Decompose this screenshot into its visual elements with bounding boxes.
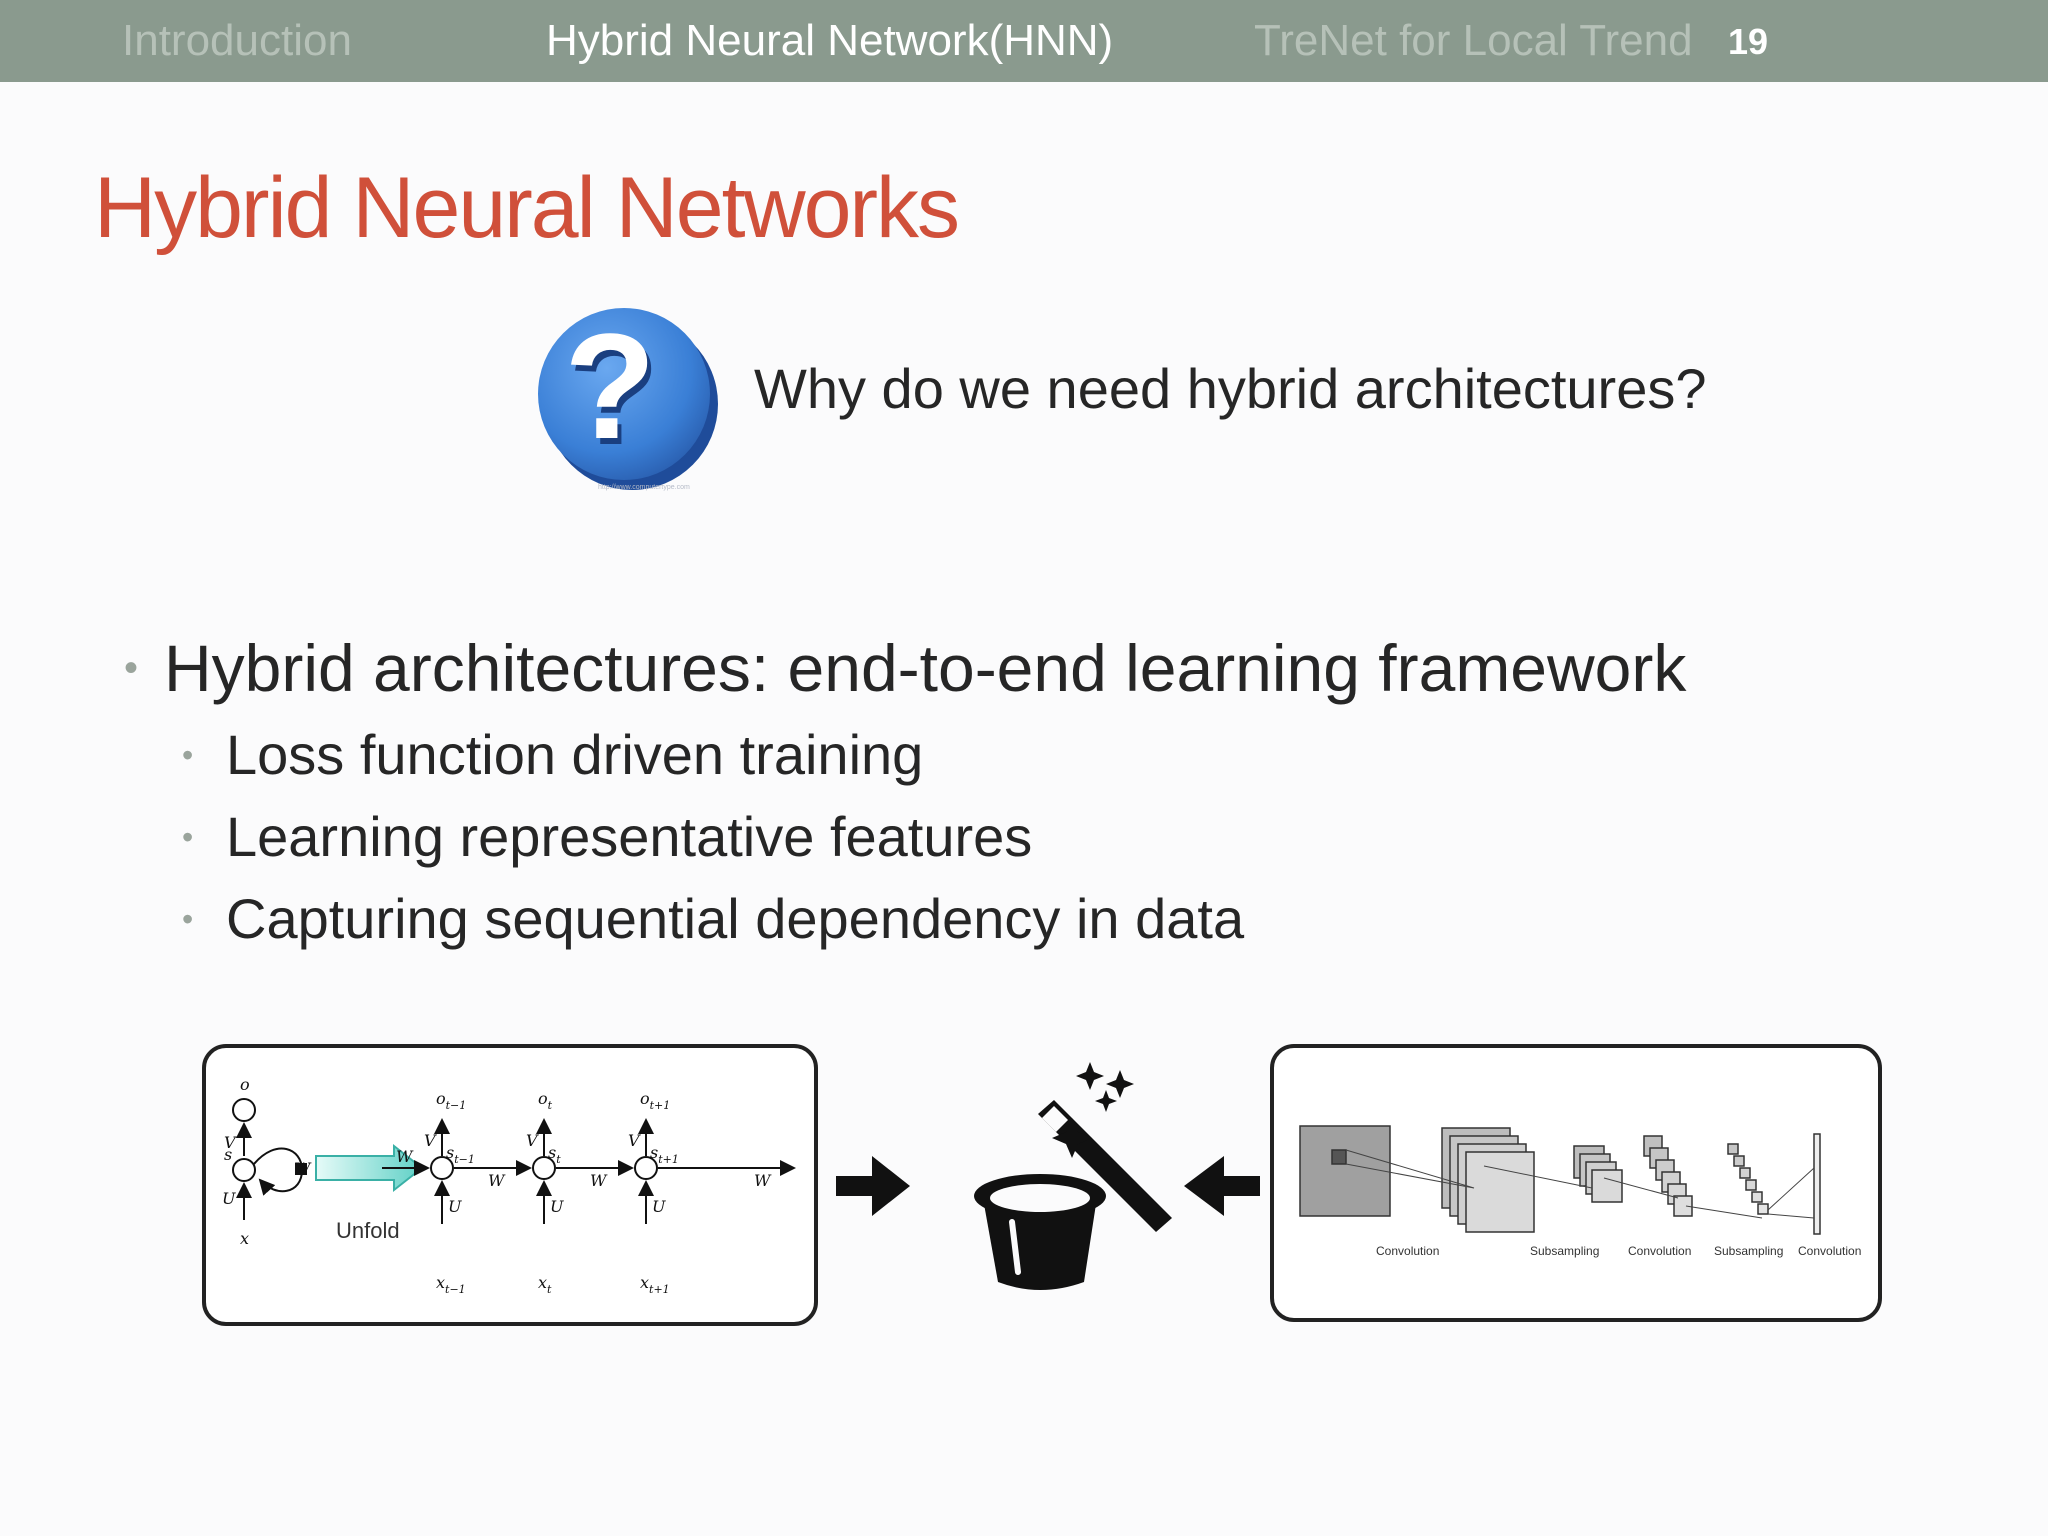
bullet-dot: • bbox=[182, 737, 194, 773]
cnn-stage-label: Subsampling bbox=[1530, 1244, 1600, 1258]
rnn-u-label: U bbox=[652, 1197, 666, 1216]
cnn-stage-label: Convolution bbox=[1628, 1244, 1692, 1258]
rnn-v-label: V bbox=[424, 1131, 437, 1150]
bullet-sub-text: Loss function driven training bbox=[226, 723, 924, 786]
question-mark-icon: ? ? bbox=[538, 302, 718, 490]
rnn-w-label: W bbox=[488, 1171, 506, 1190]
cnn-diagram: Convolution Subsampling Convolution Subs… bbox=[1270, 1044, 1882, 1322]
rnn-step-input: xt+1 bbox=[640, 1273, 670, 1296]
cnn-stage-label: Convolution bbox=[1376, 1244, 1440, 1258]
bullet-main: • Hybrid architectures: end-to-end learni… bbox=[124, 628, 1686, 708]
rnn-step-state: st+1 bbox=[650, 1143, 679, 1166]
page-number: 19 bbox=[1728, 21, 1769, 62]
top-nav-bar: Introduction Hybrid Neural Network(HNN) … bbox=[0, 0, 2048, 82]
rnn-folded-output-node bbox=[232, 1098, 256, 1122]
magic-combination bbox=[836, 1062, 1260, 1290]
rnn-step-state: st bbox=[548, 1143, 561, 1166]
rnn-u-label: U bbox=[550, 1197, 564, 1216]
arrow-right-icon bbox=[836, 1156, 910, 1216]
rnn-step-output: ot+1 bbox=[640, 1089, 670, 1112]
rnn-v-label: V bbox=[628, 1131, 641, 1150]
rnn-step-output: ot−1 bbox=[436, 1089, 466, 1112]
rnn-step-input: xt−1 bbox=[436, 1273, 466, 1296]
rnn-diagram-graphics: o s x V W U W W W W V V V U U U ot−1 ot … bbox=[222, 1075, 796, 1296]
bullet-dot: • bbox=[182, 901, 194, 937]
rnn-folded-w-label: W bbox=[294, 1159, 312, 1178]
magic-hat-icon bbox=[974, 1174, 1106, 1290]
slide-title: Hybrid Neural Networks bbox=[94, 160, 960, 256]
cnn-diagram-graphics bbox=[1299, 1125, 1821, 1235]
nav-item-introduction[interactable]: Introduction bbox=[122, 16, 352, 65]
bullet-sub-1: • Loss function driven training bbox=[182, 722, 923, 788]
rnn-folded-output-label: o bbox=[240, 1075, 250, 1094]
bullet-sub-text: Learning representative features bbox=[226, 805, 1033, 868]
arrow-left-icon bbox=[1184, 1156, 1260, 1216]
sparkle-icon bbox=[1095, 1090, 1117, 1112]
rnn-w-label: W bbox=[396, 1147, 414, 1166]
rnn-diagram: o s x V W U W W W W V V V U U U ot−1 ot … bbox=[202, 1044, 818, 1326]
rnn-folded-input-label: x bbox=[240, 1229, 249, 1248]
rnn-w-label: W bbox=[590, 1171, 608, 1190]
question-icon-credit: http://www.computertype.com bbox=[598, 484, 690, 491]
sparkle-icon bbox=[1076, 1062, 1104, 1090]
svg-text:?: ? bbox=[564, 302, 656, 470]
rnn-step-state: st−1 bbox=[446, 1143, 475, 1166]
bullet-sub-2: • Learning representative features bbox=[182, 804, 1032, 870]
rnn-u-label: U bbox=[448, 1197, 462, 1216]
bullet-main-text: Hybrid architectures: end-to-end learnin… bbox=[164, 631, 1687, 705]
sparkle-icon bbox=[1106, 1070, 1134, 1098]
rnn-step-output: ot bbox=[538, 1089, 553, 1112]
rnn-folded-state-label: s bbox=[224, 1145, 232, 1164]
rnn-folded-v-label: V bbox=[224, 1133, 237, 1152]
rnn-folded-state-node bbox=[232, 1158, 256, 1182]
bullet-sub-3: • Capturing sequential dependency in data bbox=[182, 886, 1244, 952]
rnn-v-label: V bbox=[526, 1131, 539, 1150]
nav-item-hybrid-neural-network[interactable]: Hybrid Neural Network(HNN) bbox=[546, 16, 1114, 65]
unfold-arrow-icon bbox=[315, 1143, 424, 1193]
sparkle-icon bbox=[1052, 1118, 1092, 1158]
rnn-step-input: xt bbox=[538, 1273, 552, 1296]
nav-item-trenet-local-trend[interactable]: TreNet for Local Trend bbox=[1254, 16, 1693, 65]
rnn-folded-u-label: U bbox=[222, 1189, 236, 1208]
svg-text:?: ? bbox=[568, 308, 660, 476]
cnn-stage-label: Convolution bbox=[1798, 1244, 1862, 1258]
magic-wand-icon bbox=[1038, 1062, 1172, 1232]
cnn-stage-label: Subsampling bbox=[1714, 1244, 1784, 1258]
slide-question: Why do we need hybrid architectures? bbox=[754, 357, 1707, 420]
bullet-sub-text: Capturing sequential dependency in data bbox=[226, 887, 1245, 950]
rnn-w-label: W bbox=[754, 1171, 772, 1190]
bullet-dot: • bbox=[124, 646, 139, 690]
unfold-label: Unfold bbox=[336, 1218, 400, 1243]
bullet-dot: • bbox=[182, 819, 194, 855]
